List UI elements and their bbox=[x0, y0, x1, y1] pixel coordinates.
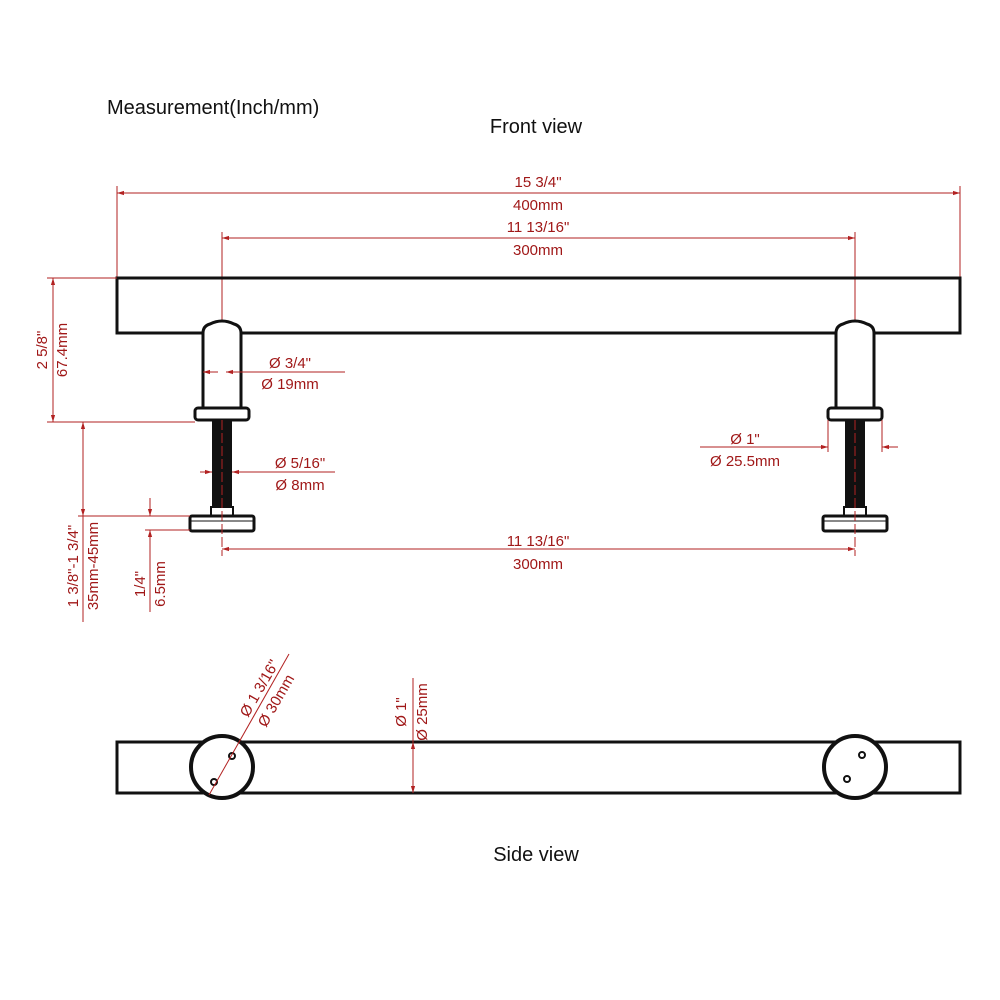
height-inch: 2 5/8" bbox=[34, 331, 51, 370]
screw-diameter-mm: Ø 8mm bbox=[275, 477, 324, 494]
drawing-title: Measurement(Inch/mm) bbox=[107, 97, 319, 119]
left-base-circle bbox=[189, 734, 255, 800]
washer-mm: 6.5mm bbox=[152, 561, 169, 607]
overall-length-inch: 15 3/4" bbox=[514, 174, 561, 191]
overall-length-mm: 400mm bbox=[513, 197, 563, 214]
collar-diameter-inch: Ø 1" bbox=[730, 431, 760, 448]
handle-bar-front bbox=[115, 276, 962, 335]
screw-length-dimension: 1 3/8"-1 3/4" 35mm-45mm bbox=[65, 422, 190, 622]
right-post bbox=[821, 319, 889, 533]
height-mm: 67.4mm bbox=[54, 323, 71, 377]
handle-bar-side bbox=[115, 740, 962, 795]
overall-length-dimension: 15 3/4" 400mm bbox=[116, 174, 961, 278]
cc-bottom-inch: 11 13/16" bbox=[507, 533, 570, 550]
center-to-center-top-dimension: 11 13/16" 300mm bbox=[221, 219, 856, 420]
collar-diameter-dimension: Ø 1" Ø 25.5mm bbox=[700, 420, 898, 470]
cc-top-mm: 300mm bbox=[513, 242, 563, 259]
cc-bottom-mm: 300mm bbox=[513, 556, 563, 573]
bar-diameter-inch: Ø 1" bbox=[393, 697, 410, 727]
post-diameter-inch: Ø 3/4" bbox=[269, 355, 311, 372]
screw-length-mm: 35mm-45mm bbox=[85, 522, 102, 610]
washer-inch: 1/4" bbox=[132, 571, 149, 597]
side-view-label: Side view bbox=[493, 844, 579, 866]
screw-diameter-dimension: Ø 5/16" Ø 8mm bbox=[200, 455, 335, 494]
right-base-circle bbox=[822, 734, 888, 800]
screw-diameter-inch: Ø 5/16" bbox=[275, 455, 325, 472]
screw-length-inch: 1 3/8"-1 3/4" bbox=[65, 525, 82, 607]
cc-top-inch: 11 13/16" bbox=[507, 219, 570, 236]
post-diameter-mm: Ø 19mm bbox=[261, 376, 319, 393]
washer-thickness-dimension: 1/4" 6.5mm bbox=[132, 498, 190, 612]
bar-diameter-dimension: Ø 1" Ø 25mm bbox=[393, 678, 431, 793]
collar-diameter-mm: Ø 25.5mm bbox=[710, 453, 780, 470]
center-to-center-bottom-dimension: 11 13/16" 300mm bbox=[222, 533, 855, 573]
post-diameter-dimension: Ø 3/4" Ø 19mm bbox=[203, 355, 345, 393]
bar-diameter-mm: Ø 25mm bbox=[414, 683, 431, 741]
height-dimension: 2 5/8" 67.4mm bbox=[34, 277, 195, 423]
front-view-label: Front view bbox=[490, 116, 583, 138]
